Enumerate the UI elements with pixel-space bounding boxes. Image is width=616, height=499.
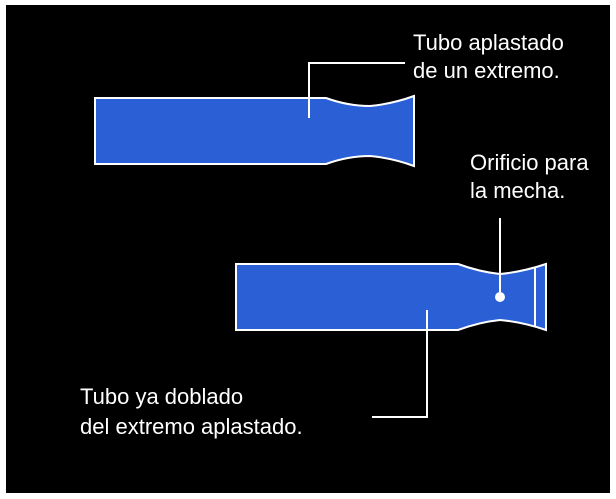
wick-hole-label: Orificio para la mecha. <box>470 150 595 203</box>
bent-tube-shape <box>235 262 547 332</box>
flattened-tube-label: Tubo aplastado de un extremo. <box>413 30 570 83</box>
wick-hole <box>495 292 505 302</box>
flattened-tube-leader-line <box>308 62 405 118</box>
bent-tube-leader-line <box>372 310 428 418</box>
flattened-tube-shape <box>94 94 415 168</box>
bent-tube-label: Tubo ya doblado del extremo aplastado. <box>80 384 303 439</box>
